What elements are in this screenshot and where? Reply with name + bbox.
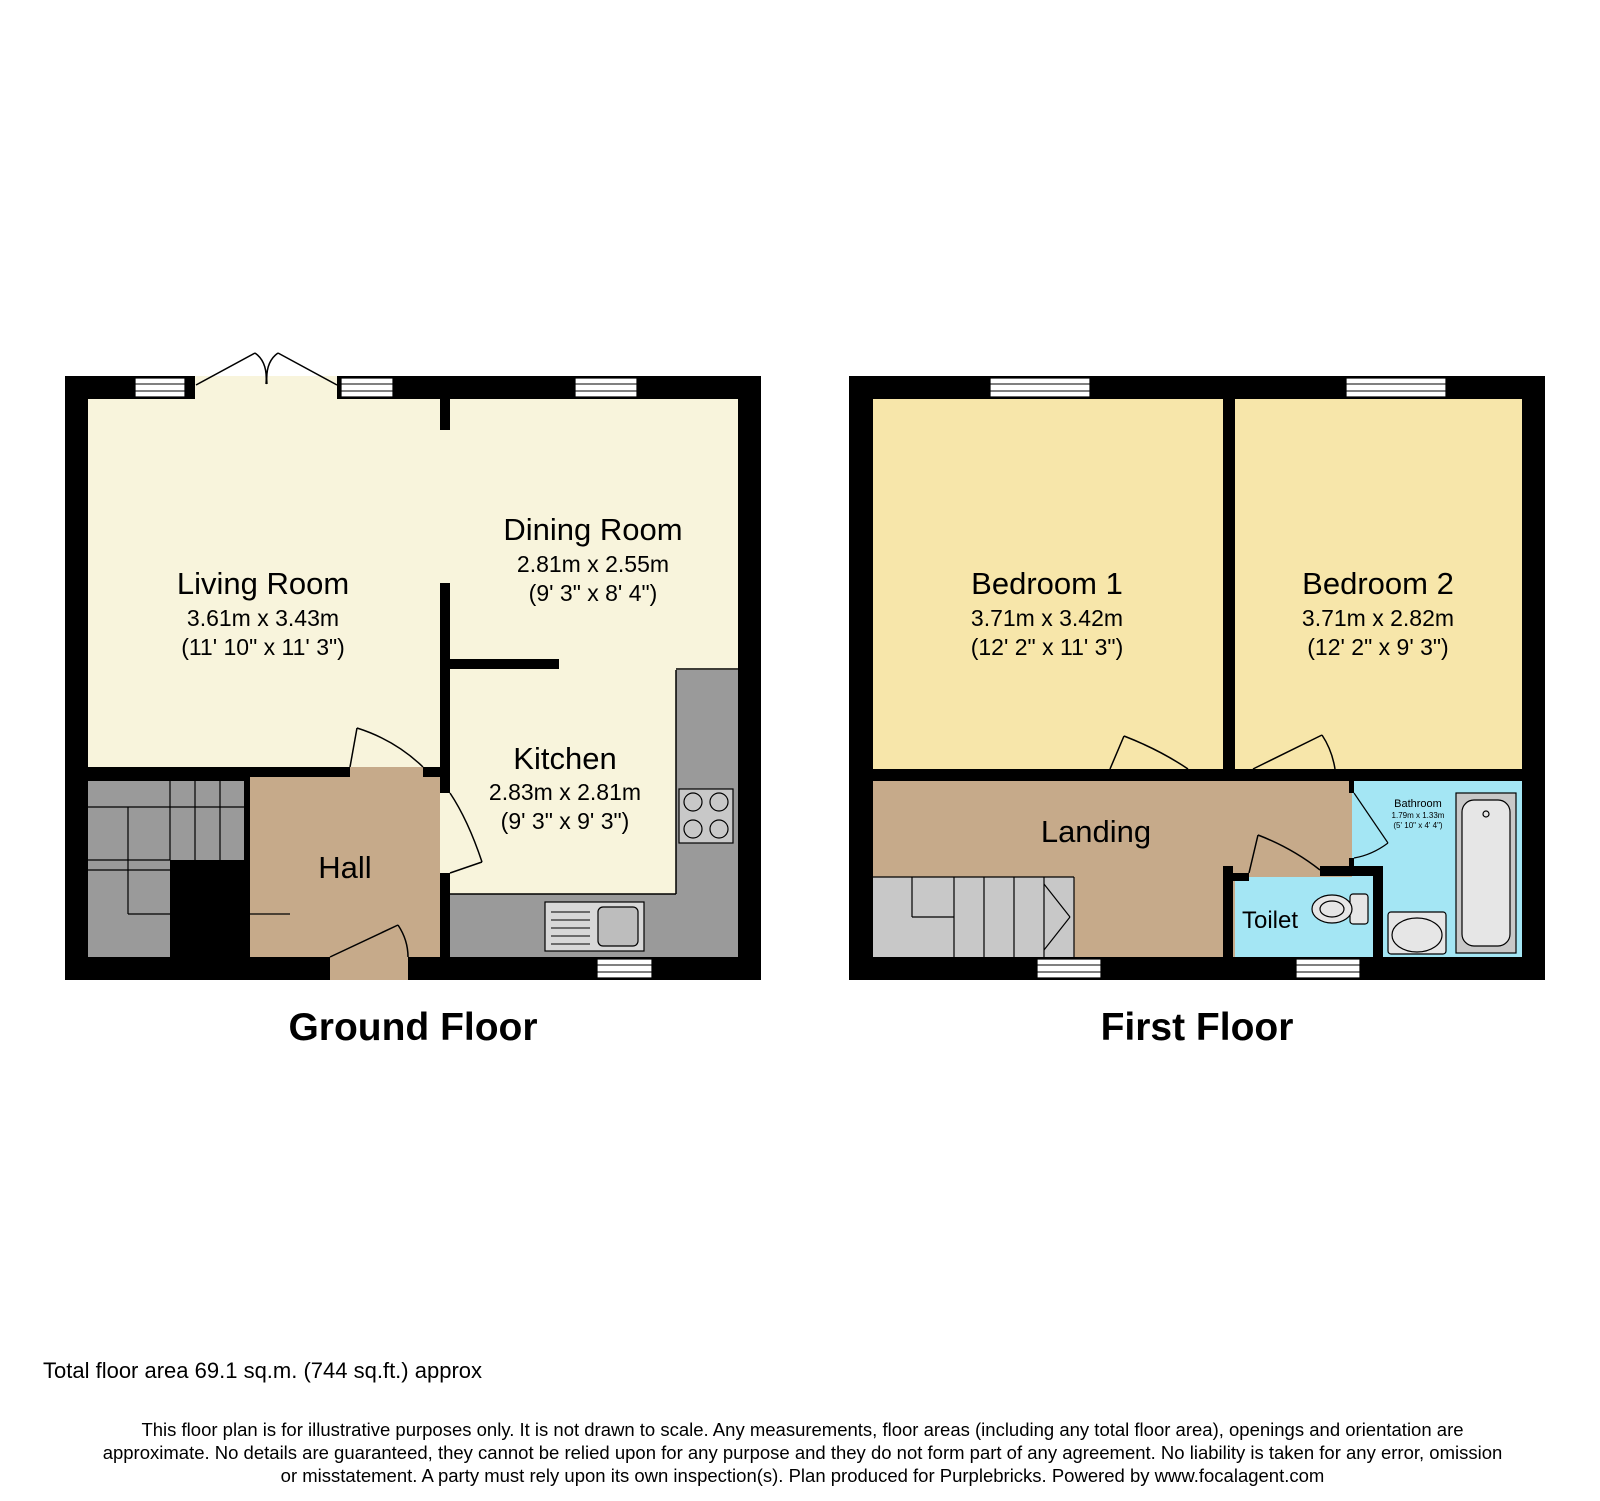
first-internal-wall <box>873 769 1110 781</box>
french-doors-icon <box>195 352 338 386</box>
dining-room-area <box>449 399 738 660</box>
bathroom-metric: 1.79m x 1.33m <box>1392 811 1445 820</box>
total-floor-area: Total floor area 69.1 sq.m. (744 sq.ft.)… <box>43 1358 483 1383</box>
first-stairs-icon <box>873 876 1075 957</box>
window-icon <box>574 377 638 398</box>
hall-name: Hall <box>318 850 371 885</box>
ground-floor-title: Ground Floor <box>288 1006 537 1049</box>
hall-kitchen-opening <box>440 793 450 873</box>
living-room-name: Living Room <box>177 566 349 601</box>
landing-name: Landing <box>1041 814 1151 849</box>
ground-stairs-icon <box>88 781 249 915</box>
first-internal-wall <box>1233 873 1249 881</box>
ground-internal-wall <box>440 399 450 430</box>
bedroom-2-metric: 3.71m x 2.82m <box>1302 605 1454 631</box>
ground-floor-plan: Living Room 3.61m x 3.43m (11' 10" x 11'… <box>65 352 761 1049</box>
living-dining-opening <box>440 430 452 583</box>
door-icon <box>449 792 483 874</box>
bedroom-1-metric: 3.71m x 3.42m <box>971 605 1123 631</box>
window-icon <box>340 377 394 398</box>
bathtub-icon <box>1455 792 1517 954</box>
first-internal-wall <box>1349 858 1354 876</box>
ground-internal-wall <box>244 781 250 957</box>
kitchen-metric: 2.83m x 2.81m <box>489 779 641 805</box>
living-room-imperial: (11' 10" x 11' 3") <box>181 634 345 660</box>
first-stairs-area <box>873 877 1074 957</box>
living-room-metric: 3.61m x 3.43m <box>187 605 339 631</box>
sink-icon <box>544 901 645 952</box>
bedroom-2-area <box>1235 399 1522 769</box>
living-hall-opening <box>350 767 423 777</box>
first-internal-wall <box>1335 769 1522 781</box>
window-icon <box>989 377 1091 398</box>
window-icon <box>1345 377 1447 398</box>
bedroom-2-imperial: (12' 2" x 9' 3") <box>1307 634 1448 660</box>
window-icon <box>1036 958 1102 979</box>
door-icon <box>1252 734 1336 770</box>
hob-icon <box>678 788 734 844</box>
ground-internal-wall <box>440 583 450 793</box>
kitchen-name: Kitchen <box>513 741 616 776</box>
toilet-icon <box>1311 893 1369 925</box>
first-floor-plan: Bedroom 1 3.71m x 3.42m (12' 2" x 11' 3"… <box>849 376 1545 1049</box>
disclaimer-line: approximate. No details are guaranteed, … <box>102 1442 1503 1463</box>
bedroom-2-name: Bedroom 2 <box>1302 566 1454 601</box>
toilet-name: Toilet <box>1242 907 1298 934</box>
door-icon <box>329 924 409 958</box>
first-internal-wall <box>1373 866 1383 957</box>
ground-internal-wall <box>440 873 450 957</box>
first-internal-wall <box>1223 866 1233 957</box>
dining-room-name: Dining Room <box>503 512 682 547</box>
door-icon <box>1109 735 1189 770</box>
door-icon <box>1353 792 1389 859</box>
door-icon <box>349 727 424 768</box>
window-icon <box>1295 958 1361 979</box>
first-internal-wall <box>1349 781 1354 793</box>
first-floor-title: First Floor <box>1101 1006 1294 1049</box>
hall-area <box>250 776 440 957</box>
window-icon <box>134 377 186 398</box>
bathroom-imperial: (5' 10" x 4' 4") <box>1393 821 1443 830</box>
window-icon <box>596 958 653 979</box>
bathroom-name: Bathroom <box>1394 798 1442 810</box>
first-internal-wall <box>1188 769 1253 781</box>
first-internal-wall <box>1223 399 1235 769</box>
front-door-opening <box>330 957 408 980</box>
kitchen-imperial: (9' 3" x 9' 3") <box>501 808 630 834</box>
stair-cupboard <box>170 860 250 957</box>
bedroom-1-imperial: (12' 2" x 11' 3") <box>971 634 1124 660</box>
dining-room-metric: 2.81m x 2.55m <box>517 551 669 577</box>
disclaimer: This floor plan is for illustrative purp… <box>30 1418 1575 1487</box>
disclaimer-line: This floor plan is for illustrative purp… <box>141 1419 1464 1440</box>
ground-internal-wall <box>423 767 440 777</box>
door-icon <box>1248 834 1321 874</box>
living-room-area <box>88 399 443 767</box>
disclaimer-line: or misstatement. A party must rely upon … <box>280 1465 1325 1486</box>
bedroom-1-area <box>873 399 1223 769</box>
bedroom-1-name: Bedroom 1 <box>971 566 1123 601</box>
dining-room-imperial: (9' 3" x 8' 4") <box>529 580 658 606</box>
kitchen-partition-wall <box>449 659 559 669</box>
basin-icon <box>1387 911 1447 955</box>
ground-internal-wall <box>88 767 350 777</box>
french-doors-opening <box>195 376 337 399</box>
